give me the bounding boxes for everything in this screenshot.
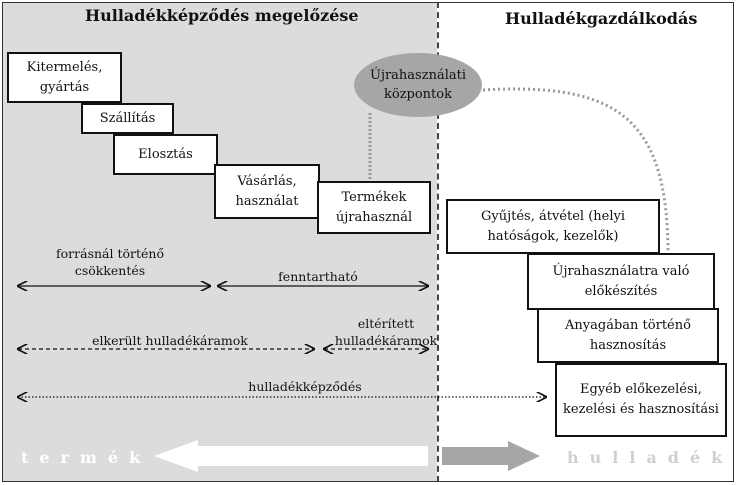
heading-waste-management: Hulladékgazdálkodás <box>505 9 698 28</box>
arrow-hulladek-direction <box>442 441 540 471</box>
box-anyagaban: Anyagában történő hasznosítás <box>537 308 719 363</box>
arrow-termek-direction <box>154 440 428 472</box>
label-forrasnal: forrásnál történő csökkentés <box>56 246 164 278</box>
box-szallitas: Szállítás <box>81 103 174 134</box>
box-gyujtes: Gyűjtés, átvétel (helyi hatóságok, kezel… <box>446 199 660 254</box>
word-termek: termék <box>21 448 152 467</box>
section-divider <box>437 2 439 482</box>
label-fenntarthato: fenntartható <box>278 269 358 284</box>
box-ujrahasznalatra: Újrahasználatra való előkészítés <box>527 253 715 310</box>
label-elkerult: elkerült hulladékáramok <box>92 333 248 348</box>
box-termekek: Termékek újrahasznál <box>317 181 431 234</box>
word-hulladek: hulladék <box>567 448 734 467</box>
connector-ellipse-to-ujrahasznalatra <box>482 87 670 256</box>
heading-prevention: Hulladékképződés megelőzése <box>85 6 359 25</box>
box-vasarlas: Vásárlás, használat <box>214 164 320 219</box>
label-hulladekkepzodes: hulladékképződés <box>248 379 362 394</box>
box-elosztas: Elosztás <box>113 134 218 175</box>
box-kitermeles: Kitermelés, gyártás <box>7 52 122 103</box>
label-elteritett: eltérített hulladékáramok <box>334 316 438 348</box>
ellipse-reuse-centers: Újrahasználati központok <box>354 53 482 117</box>
box-egyeb: Egyéb előkezelési, kezelési és hasznosít… <box>555 363 727 437</box>
